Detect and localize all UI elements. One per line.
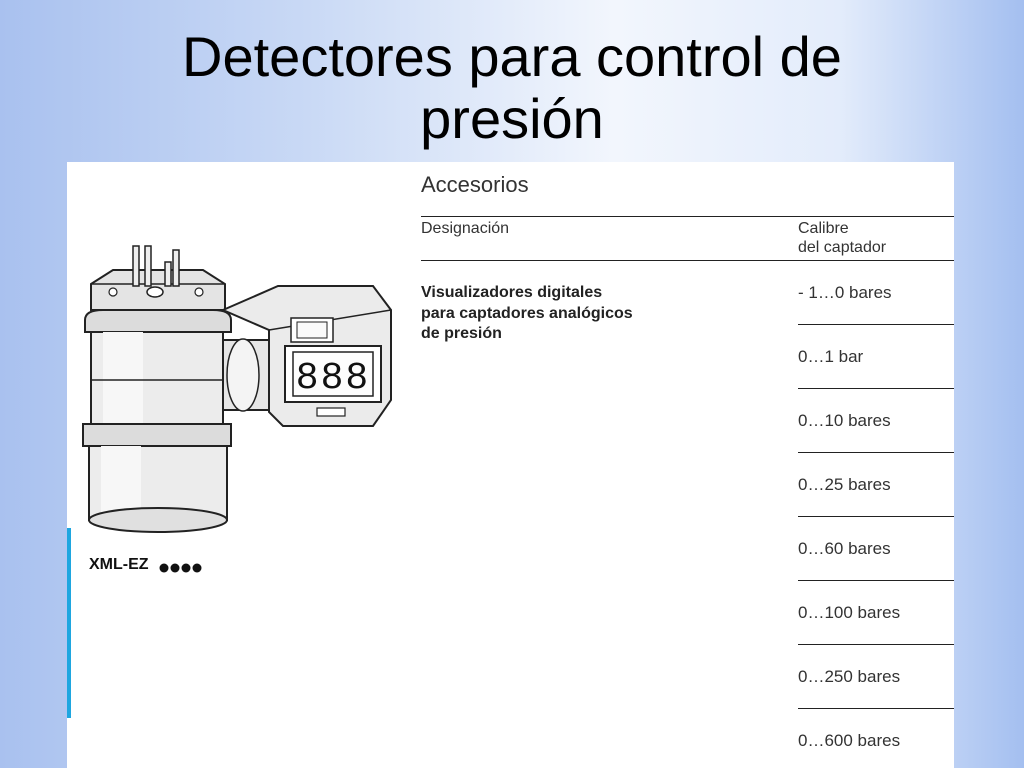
row-separator	[798, 388, 954, 389]
slide-title-line2: presión	[420, 87, 604, 150]
slide-title-line1: Detectores para control de	[182, 25, 842, 88]
accent-bar	[67, 528, 71, 718]
column-header-calibre-line2: del captador	[798, 239, 887, 256]
range-row: 0…100 bares	[798, 603, 901, 622]
row-separator	[798, 324, 954, 325]
slide-title: Detectores para control de presión	[0, 26, 1024, 150]
designation-cell: Visualizadores digitales para captadores…	[421, 283, 711, 345]
row-separator	[798, 580, 954, 581]
display-digits: 888	[296, 357, 370, 400]
catalog-page: 888 XML-EZ Accesorios Designación Calibr…	[67, 162, 954, 768]
range-row: 0…25 bares	[798, 475, 891, 494]
pressure-sensor-illustration: 888	[82, 245, 392, 533]
row-separator	[798, 644, 954, 645]
column-header-calibre-line1: Calibre	[798, 220, 849, 237]
row-separator	[798, 452, 954, 453]
row-separator	[798, 516, 954, 517]
designation-line: para captadores analógicos	[421, 304, 633, 322]
range-row: - 1…0 bares	[798, 283, 892, 302]
range-row: 0…600 bares	[798, 731, 901, 750]
range-row: 0…250 bares	[798, 667, 901, 686]
range-row: 0…1 bar	[798, 347, 864, 366]
model-label: XML-EZ	[89, 556, 149, 573]
model-wildcard-dots	[159, 563, 202, 573]
row-separator	[798, 708, 954, 709]
designation-line: de presión	[421, 325, 502, 342]
column-header-calibre: Calibre del captador	[798, 219, 886, 257]
range-row: 0…60 bares	[798, 539, 891, 558]
section-title: Accesorios	[421, 172, 529, 197]
designation-line: Visualizadores digitales	[421, 284, 603, 301]
column-header-designation: Designación	[421, 220, 510, 237]
header-rule-top	[421, 216, 954, 217]
header-rule-bottom	[421, 260, 954, 261]
range-row: 0…10 bares	[798, 411, 891, 430]
